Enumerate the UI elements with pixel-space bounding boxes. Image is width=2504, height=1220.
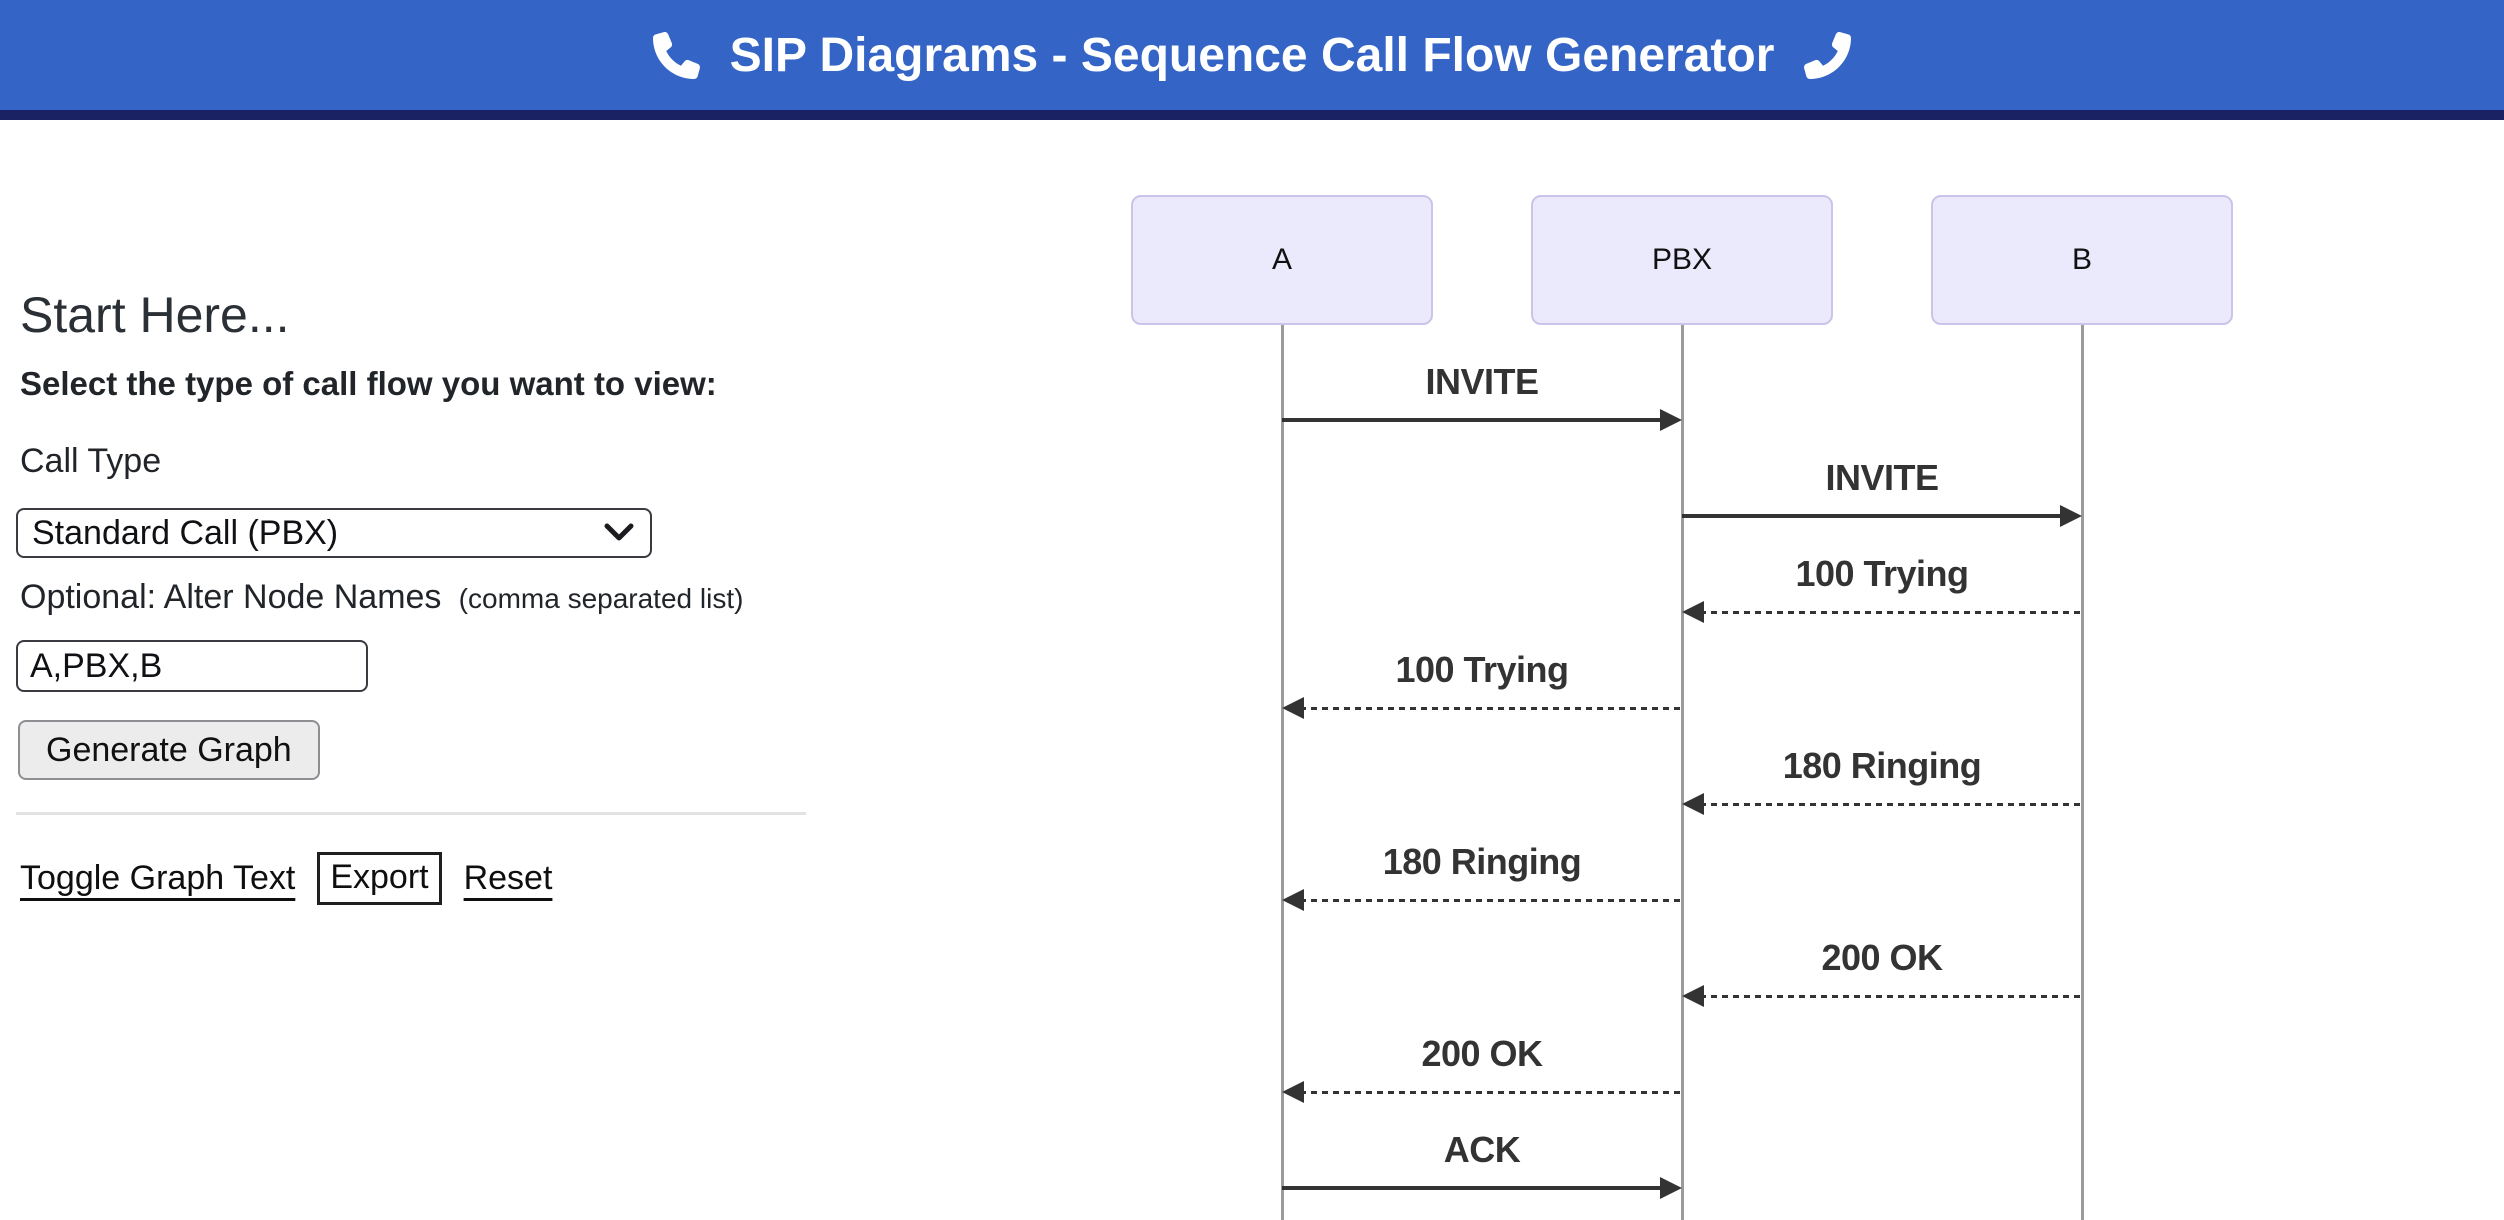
arrowhead-icon [2060, 505, 2082, 527]
arrowhead-icon [1282, 697, 1304, 719]
actor-box-PBX: PBX [1531, 195, 1833, 325]
actor-label: B [2071, 243, 2092, 276]
message-label: 180 Ringing [1782, 745, 1982, 786]
toggle-graph-text-link[interactable]: Toggle Graph Text [20, 859, 296, 897]
message-label: INVITE [1425, 361, 1539, 402]
export-link[interactable]: Export [317, 852, 442, 905]
arrowhead-icon [1660, 409, 1682, 431]
reset-link[interactable]: Reset [463, 859, 553, 897]
message-label: 100 Trying [1395, 649, 1569, 690]
message-label: 100 Trying [1795, 553, 1969, 594]
control-panel: Start Here... Select the type of call fl… [0, 120, 810, 1220]
actions-row: Toggle Graph Text Export Reset [20, 852, 552, 905]
divider [16, 812, 806, 815]
call-type-select-wrap: Standard Call (PBX) [16, 508, 652, 558]
arrowhead-icon [1682, 793, 1704, 815]
message-label: INVITE [1825, 457, 1939, 498]
lifeline [1680, 325, 1684, 1220]
actor-box-B: B [1931, 195, 2233, 325]
node-names-input[interactable] [16, 640, 368, 692]
arrowhead-icon [1660, 1177, 1682, 1199]
actor-box-A: A [1131, 195, 1433, 325]
message-line [1300, 707, 1682, 710]
message-line [1700, 611, 2082, 614]
lifeline [1280, 325, 1284, 1220]
app-header: SIP Diagrams - Sequence Call Flow Genera… [0, 0, 2504, 120]
arrowhead-icon [1682, 601, 1704, 623]
arrowhead-icon [1282, 1081, 1304, 1103]
actor-label: PBX [1651, 243, 1713, 276]
message-line [1682, 514, 2064, 518]
message-line [1282, 1186, 1664, 1190]
phone-icon-mirrored [1804, 31, 1852, 79]
message-line [1700, 803, 2082, 806]
message-line [1700, 995, 2082, 998]
message-label: 200 OK [1421, 1033, 1543, 1074]
call-type-label: Call Type [20, 442, 162, 480]
page-title: SIP Diagrams - Sequence Call Flow Genera… [729, 28, 1775, 82]
arrowhead-icon [1682, 985, 1704, 1007]
call-type-select[interactable]: Standard Call (PBX) [16, 508, 652, 558]
message-line [1300, 899, 1682, 902]
message-label: 180 Ringing [1382, 841, 1582, 882]
message-label: ACK [1443, 1129, 1521, 1170]
node-names-hint [451, 583, 459, 614]
node-names-label: Optional: Alter Node Names (comma separa… [20, 578, 744, 616]
phone-icon [652, 31, 700, 79]
lead-text: Select the type of call flow you want to… [20, 365, 717, 402]
message-line [1282, 418, 1664, 422]
lifeline [2080, 325, 2084, 1220]
generate-graph-button[interactable]: Generate Graph [18, 720, 320, 780]
message-label: 200 OK [1821, 937, 1943, 978]
arrowhead-icon [1282, 889, 1304, 911]
start-here-heading: Start Here... [20, 287, 290, 343]
message-line [1300, 1091, 1682, 1094]
actor-label: A [1271, 243, 1292, 276]
